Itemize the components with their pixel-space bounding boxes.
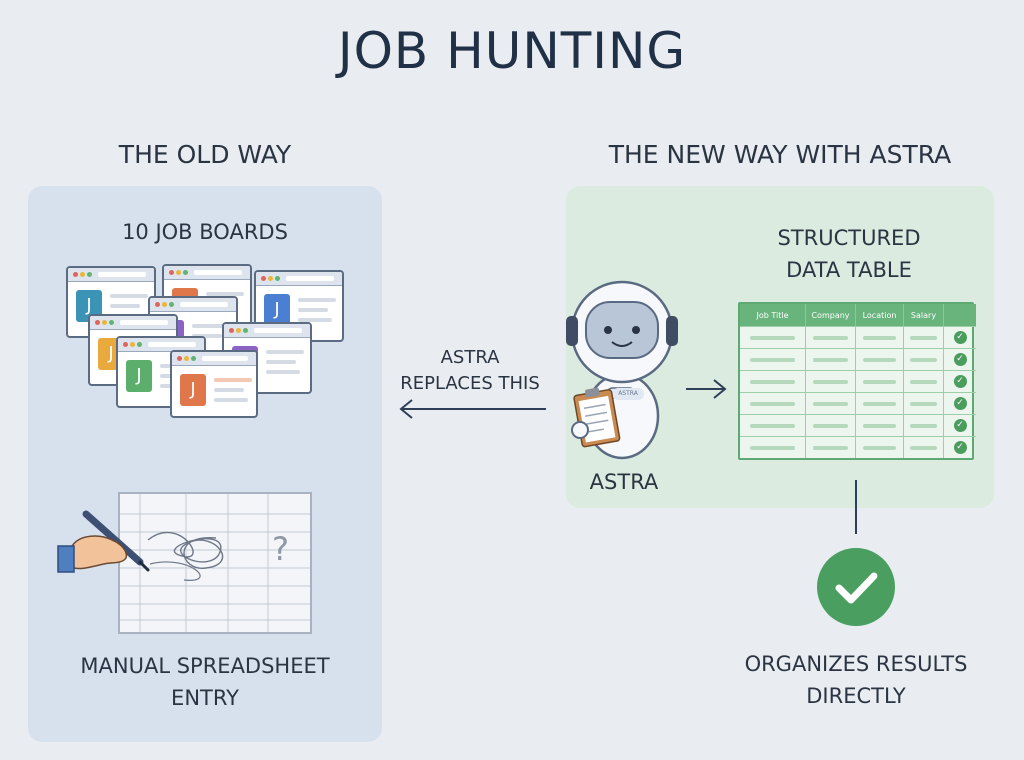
connector-line: [855, 480, 857, 534]
table-cell: [856, 392, 904, 414]
arrow-left-icon: [399, 399, 546, 419]
table-cell: [806, 370, 856, 392]
page-title: JOB HUNTING: [337, 22, 687, 80]
table-header: Company: [806, 304, 856, 326]
result-label-line1: ORGANIZES RESULTS: [744, 652, 968, 676]
check-circle-icon: ✓: [953, 375, 967, 388]
table-cell: [740, 370, 806, 392]
check-circle-icon: ✓: [953, 419, 967, 432]
table-cell: [740, 436, 806, 458]
check-circle-icon: [817, 548, 895, 626]
table-header: Salary: [904, 304, 944, 326]
table-header: Location: [856, 304, 904, 326]
table-cell: [904, 392, 944, 414]
table-cell: ✓: [944, 326, 976, 348]
check-circle-icon: ✓: [953, 353, 967, 366]
arrow-right-icon: [686, 379, 727, 399]
table-cell: [740, 392, 806, 414]
table-cell: ✓: [944, 348, 976, 370]
table-cell: [740, 348, 806, 370]
spreadsheet-grid: [120, 494, 310, 632]
table-cell: [904, 414, 944, 436]
browser-window-icon: J: [170, 350, 258, 418]
check-circle-icon: ✓: [953, 331, 967, 344]
table-cell: ✓: [944, 392, 976, 414]
table-cell: [806, 392, 856, 414]
table-cell: [806, 414, 856, 436]
table-cell: [856, 414, 904, 436]
table-cell: ✓: [944, 370, 976, 392]
table-cell: [856, 348, 904, 370]
table-cell: [904, 370, 944, 392]
table-header: [944, 304, 976, 326]
old-way-heading: THE OLD WAY: [118, 140, 292, 169]
arrow-label-line2: REPLACES THIS: [400, 373, 540, 394]
table-label-line1: STRUCTURED: [777, 226, 921, 250]
table-cell: [806, 326, 856, 348]
table-header: Job Title: [740, 304, 806, 326]
question-mark: ?: [272, 530, 289, 568]
table-cell: [856, 436, 904, 458]
pen-hand-icon: [57, 510, 150, 573]
table-cell: [904, 326, 944, 348]
result-label-line2: DIRECTLY: [806, 684, 906, 708]
table-cell: [904, 348, 944, 370]
robot-badge: ASTRA: [612, 388, 644, 400]
check-circle-icon: ✓: [953, 441, 967, 454]
table-cell: ✓: [944, 414, 976, 436]
check-circle-icon: ✓: [953, 397, 967, 410]
table-cell: [856, 370, 904, 392]
table-cell: [740, 414, 806, 436]
table-cell: [904, 436, 944, 458]
spreadsheet-label-line1: MANUAL SPREADSHEET: [80, 654, 330, 678]
new-way-heading: THE NEW WAY WITH ASTRA: [608, 140, 952, 169]
table-cell: [806, 348, 856, 370]
job-boards-label: 10 JOB BOARDS: [122, 220, 288, 244]
table-cell: [856, 326, 904, 348]
arrow-label-line1: ASTRA: [440, 347, 500, 368]
clipboard-icon: [571, 387, 621, 448]
manual-spreadsheet: [118, 492, 312, 634]
table-cell: [740, 326, 806, 348]
structured-data-table: Job Title Company Location Salary ✓ ✓ ✓ …: [738, 302, 976, 460]
scribble: [147, 531, 224, 569]
table-cell: ✓: [944, 436, 976, 458]
spreadsheet-label-line2: ENTRY: [171, 686, 239, 710]
robot-name: ASTRA: [589, 470, 659, 494]
table-label-line2: DATA TABLE: [786, 258, 912, 282]
table-cell: [806, 436, 856, 458]
